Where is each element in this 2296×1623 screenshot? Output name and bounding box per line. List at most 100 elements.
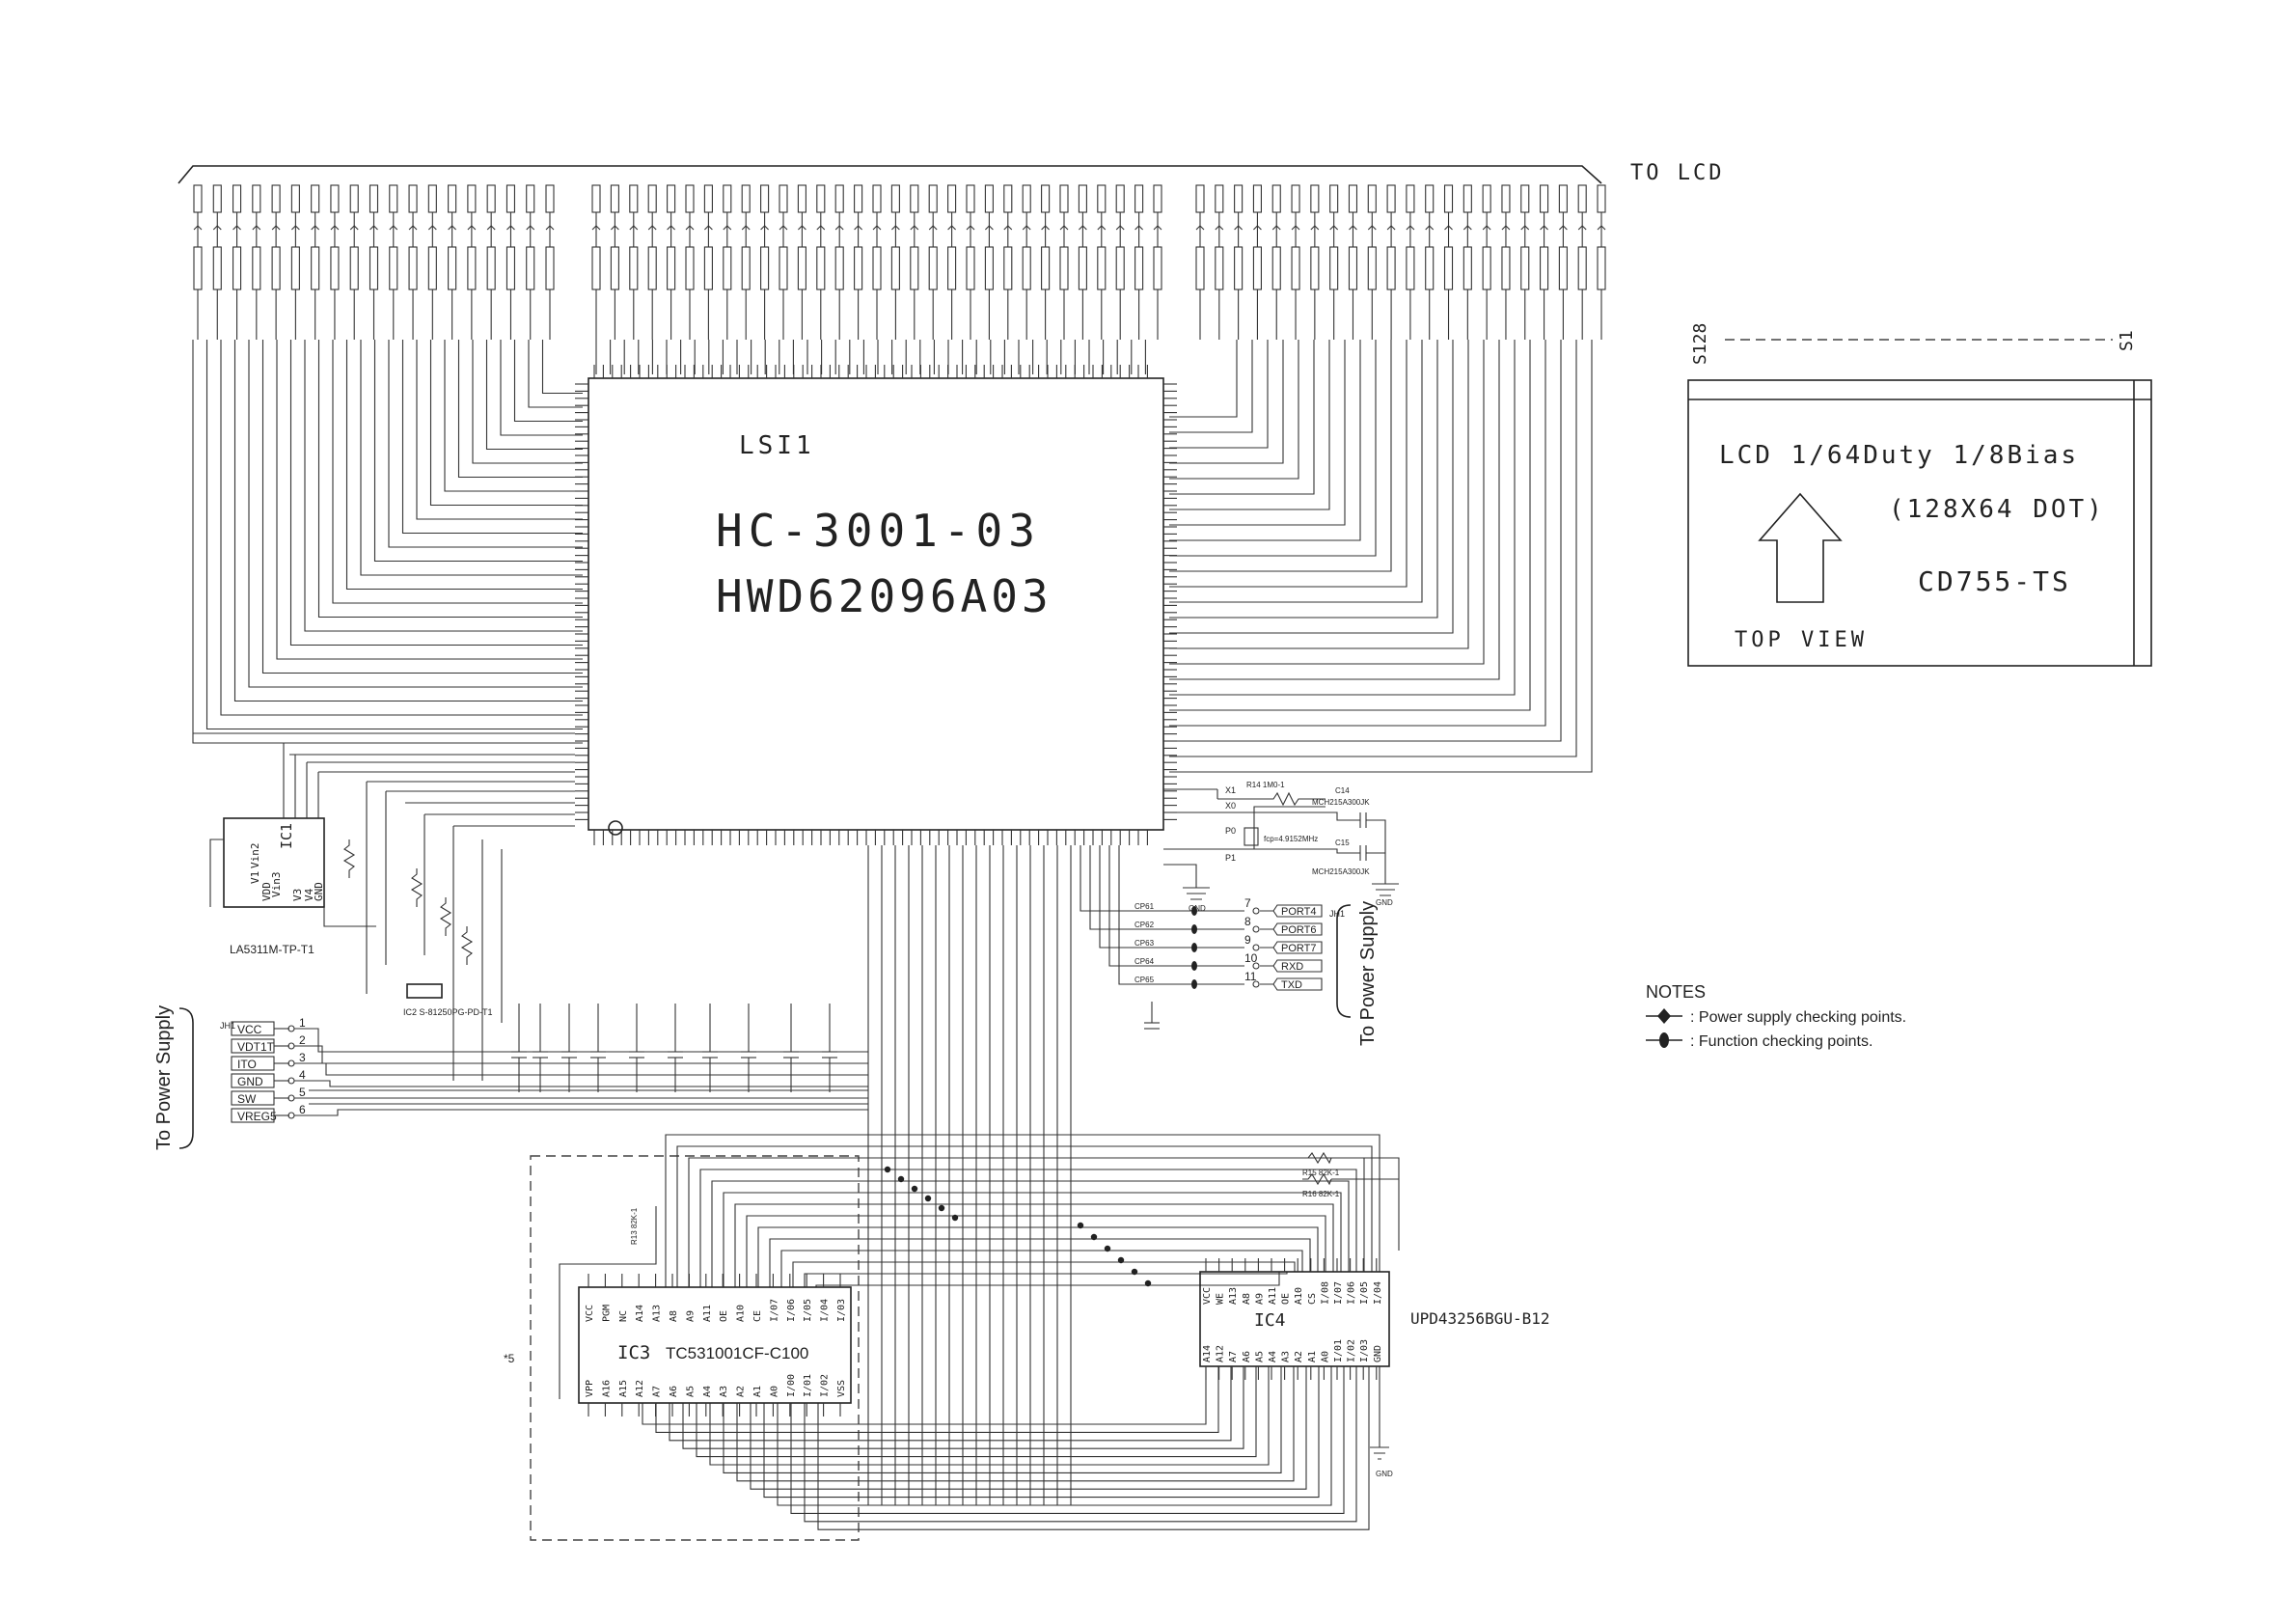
ic4-top-pin-oe: OE — [1281, 1293, 1292, 1305]
connector-pin-box — [1348, 246, 1358, 290]
connector-pin-box — [1291, 246, 1300, 290]
right-fanout-wire — [1169, 340, 1516, 696]
connector-pin-box — [1558, 246, 1568, 290]
left-fanout-wire — [276, 340, 583, 660]
memory-bottom-bus — [723, 1366, 1282, 1473]
jh1-right-signal-txd: TXD — [1281, 979, 1302, 991]
connector-pin-box — [685, 246, 695, 290]
connector-arrow — [1597, 225, 1606, 231]
connector-arrow — [647, 225, 657, 231]
connector-pin-box — [369, 184, 379, 213]
left-fanout-wire — [261, 340, 583, 674]
connector-pin-box — [1443, 184, 1454, 213]
connector-arrow — [232, 225, 241, 231]
jh1-right-signal-port7: PORT7 — [1281, 943, 1316, 954]
lcd-s1-label: S1 — [2117, 330, 2137, 351]
left-fanout-wire — [528, 340, 583, 408]
ic3-bottom-pin-a3: A3 — [719, 1386, 729, 1397]
ic3-top-pin-ce: CE — [752, 1310, 763, 1322]
connector-arrow — [349, 225, 359, 231]
connector-pin-box — [467, 246, 477, 290]
ic3-bottom-pin-i01: I/01 — [803, 1374, 813, 1397]
osc-c14-value: MCH215A300JK — [1312, 798, 1370, 807]
pull-up-wire — [1331, 1157, 1400, 1251]
connector-arrow — [330, 225, 340, 231]
osc-c14-label: C14 — [1335, 786, 1350, 795]
right-fanout-wire — [1169, 340, 1485, 665]
connector-arrow — [1406, 225, 1415, 231]
ic3-ref: IC3 — [617, 1342, 650, 1363]
right-fanout-wire — [1169, 340, 1253, 433]
connector-arrow — [985, 225, 994, 231]
ic3-bottom-pin-a16: A16 — [601, 1380, 612, 1397]
ic4-top-pin-a11: A11 — [1268, 1287, 1278, 1305]
ic3-bottom-pin-a15: A15 — [618, 1380, 629, 1397]
connector-pin-box — [1195, 184, 1205, 213]
connector-arrow — [910, 225, 919, 231]
ic3-dashed-region — [530, 1155, 860, 1541]
connector-arrow — [966, 225, 975, 231]
oscillator-circuit — [1163, 788, 1399, 900]
memory-bottom-bus — [669, 1366, 1232, 1442]
connector-pin-box — [1520, 246, 1530, 290]
connector-arrow — [1134, 225, 1143, 231]
connector-pin-box — [890, 184, 900, 213]
connector-pin-box — [1153, 246, 1162, 290]
connector-pin-box — [1252, 184, 1262, 213]
note-function: : Function checking points. — [1690, 1033, 1872, 1050]
connector-arrow — [467, 225, 477, 231]
regulator-wiring — [193, 732, 868, 1105]
connector-pin-box — [232, 246, 242, 290]
jh1-left-signal-vcc: VCC — [237, 1023, 262, 1036]
bus-junction-dot — [1131, 1268, 1138, 1276]
ic3-bottom-pin-a2: A2 — [736, 1386, 747, 1397]
left-fanout-wire — [317, 340, 583, 619]
connector-arrow — [1079, 225, 1087, 231]
jh1-left-pin-number: 4 — [299, 1068, 306, 1082]
resistor — [410, 868, 424, 907]
connector-pin-box — [408, 184, 418, 213]
connector-arrow — [427, 225, 437, 231]
connector-pin-box — [984, 246, 994, 290]
connector-arrow — [704, 225, 713, 231]
ic4-top-pin-i07: I/07 — [1333, 1281, 1344, 1305]
connector-pin-box — [816, 184, 826, 213]
ground-symbol — [1370, 1366, 1389, 1460]
jh1-right-signal-box — [1260, 959, 1323, 973]
osc-x0-label: X0 — [1225, 801, 1236, 811]
right-fanout-wire — [1169, 340, 1500, 680]
connector-pin-box — [448, 246, 457, 290]
ic3-body — [578, 1286, 852, 1404]
left-fanout-wire — [444, 340, 583, 492]
left-power-title: To Power Supply — [153, 1005, 175, 1150]
memory-bus-wires — [559, 845, 1400, 1530]
connector-pin-box — [467, 184, 477, 213]
left-fanout-wire — [304, 340, 583, 632]
connector-pin-box — [271, 184, 281, 213]
connector-pin-box — [1443, 246, 1454, 290]
ic4-bottom-pin-a5: A5 — [1254, 1351, 1265, 1362]
right-jh1-ref: JH1 — [1329, 909, 1345, 919]
ic4-ref: IC4 — [1254, 1310, 1286, 1331]
function-check-point — [1191, 943, 1197, 952]
ic4-top-pin-a13: A13 — [1228, 1287, 1239, 1305]
connector-pin-box — [610, 184, 619, 213]
bus-junction-dot — [951, 1214, 959, 1222]
jh1-right-contact — [1252, 980, 1260, 988]
memory-top-bus — [723, 1192, 1342, 1287]
connector-arrow — [947, 225, 956, 231]
ic3-bottom-pin-a0: A0 — [769, 1386, 779, 1397]
connector-pin-box — [816, 246, 826, 290]
ic4-bottom-pin-a7: A7 — [1228, 1351, 1239, 1362]
memory-bottom-bus — [777, 1366, 1332, 1506]
connector-pin-box — [1134, 184, 1144, 213]
ic4-bottom-pin-a0: A0 — [1320, 1351, 1330, 1362]
connector-pin-box — [427, 246, 437, 290]
connector-pin-box — [1134, 246, 1144, 290]
connector-pin-box — [1597, 184, 1606, 213]
left-fanout-wire — [192, 340, 583, 744]
connector-pin-box — [1425, 184, 1435, 213]
jh1-right-pin-number: 10 — [1244, 951, 1258, 965]
connector-pin-box — [212, 184, 222, 213]
connector-pin-box — [834, 184, 844, 213]
